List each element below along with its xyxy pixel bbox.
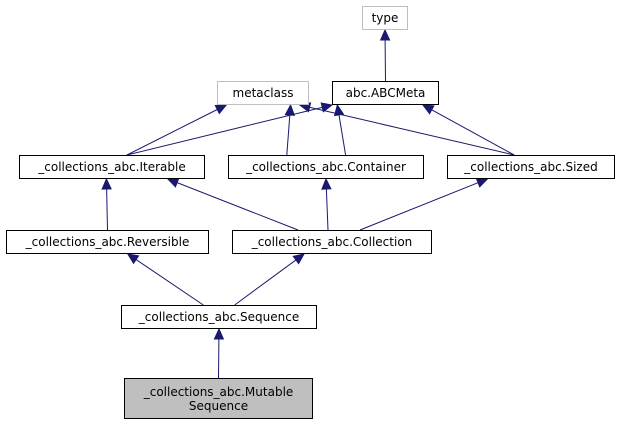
node-collection-label: _collections_abc.Collection xyxy=(251,235,413,249)
edge-arrowhead-collection-to-container xyxy=(321,177,332,190)
edge-arrowhead-iterable-to-metaclass xyxy=(214,104,228,115)
node-sized[interactable]: _collections_abc.Sized xyxy=(447,155,615,179)
edge-container-to-metaclass xyxy=(286,114,291,156)
edge-iterable-to-metaclass xyxy=(126,109,218,156)
edge-arrowhead-sequence-to-collection xyxy=(292,253,305,265)
node-metaclass-label: metaclass xyxy=(232,86,294,100)
edge-collection-to-container xyxy=(325,188,329,231)
node-mutable-sequence-line1: _collections_abc.Mutable xyxy=(143,384,294,399)
edge-arrowhead-sequence-to-reversible xyxy=(126,253,140,265)
node-type[interactable]: type xyxy=(362,6,408,30)
edge-arrowhead-reversible-to-iterable xyxy=(101,177,112,190)
edge-collection-to-iterable xyxy=(176,182,299,231)
node-abcmeta[interactable]: abc.ABCMeta xyxy=(332,81,439,105)
edge-container-to-abcmeta xyxy=(338,114,347,156)
node-sized-label: _collections_abc.Sized xyxy=(464,160,598,174)
edge-arrowhead-collection-to-sized xyxy=(475,178,489,188)
node-type-label: type xyxy=(371,11,399,25)
node-sequence-label: _collections_abc.Sequence xyxy=(138,310,300,324)
node-container-label: _collections_abc.Container xyxy=(246,160,406,174)
edge-arrowhead-sized-to-abcmeta xyxy=(421,104,435,115)
edge-arrowhead-mutable-to-sequence xyxy=(213,327,225,340)
edge-arrowhead-container-to-metaclass xyxy=(284,103,296,116)
edge-sized-to-metaclass xyxy=(309,106,515,156)
node-container[interactable]: _collections_abc.Container xyxy=(228,155,424,179)
node-metaclass[interactable]: metaclass xyxy=(217,81,309,105)
edge-sequence-to-collection xyxy=(234,259,297,306)
node-sequence[interactable]: _collections_abc.Sequence xyxy=(121,305,317,329)
node-iterable-label: _collections_abc.Iterable xyxy=(38,160,186,174)
edge-arrowhead-collection-to-iterable xyxy=(166,177,180,188)
edge-arrowhead-abcmeta-to-type xyxy=(379,28,391,41)
edge-collection-to-sized xyxy=(359,182,479,231)
node-mutable-sequence-line2: Sequence xyxy=(188,398,249,413)
edge-sequence-to-reversible xyxy=(135,259,204,306)
node-reversible-label: _collections_abc.Reversible xyxy=(25,235,190,249)
edge-sized-to-abcmeta xyxy=(431,109,515,156)
node-mutable-sequence[interactable]: _collections_abc.Mutable Sequence xyxy=(124,378,313,419)
edge-arrowhead-iterable-to-abcmeta xyxy=(320,102,334,113)
node-abcmeta-label: abc.ABCMeta xyxy=(345,86,426,100)
edge-reversible-to-iterable xyxy=(106,188,108,231)
node-collection[interactable]: _collections_abc.Collection xyxy=(232,230,432,254)
node-iterable[interactable]: _collections_abc.Iterable xyxy=(19,155,205,179)
node-reversible[interactable]: _collections_abc.Reversible xyxy=(6,230,209,254)
edge-arrowhead-container-to-abcmeta xyxy=(333,103,345,117)
